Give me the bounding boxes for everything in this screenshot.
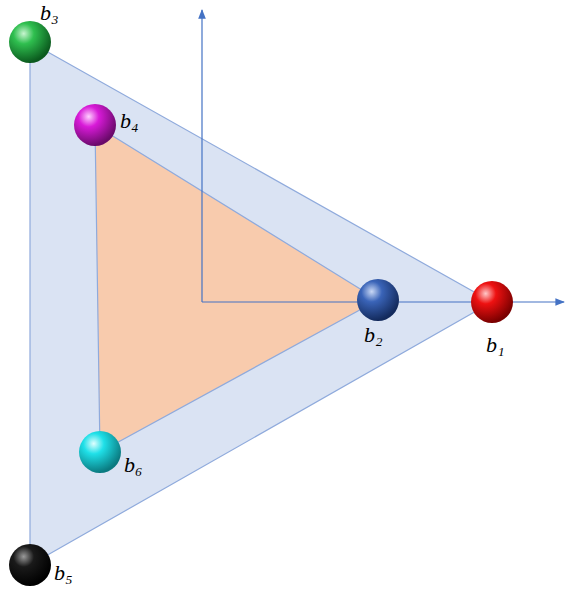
point-label: b₂ [364, 324, 383, 346]
outer-triangle [30, 42, 492, 565]
cyan-sphere [79, 431, 121, 473]
inner-triangle [95, 125, 378, 452]
point-label: b₁ [486, 334, 505, 356]
y-axis [201, 10, 202, 302]
red-sphere [471, 281, 513, 323]
point-label: b₆ [124, 454, 143, 476]
green-sphere [9, 21, 51, 63]
point-label: b₅ [54, 562, 73, 584]
black-sphere [9, 544, 51, 586]
magenta-sphere [74, 104, 116, 146]
point-label: b₃ [40, 2, 59, 24]
blue-sphere [357, 279, 399, 321]
point-label: b₄ [120, 110, 139, 132]
